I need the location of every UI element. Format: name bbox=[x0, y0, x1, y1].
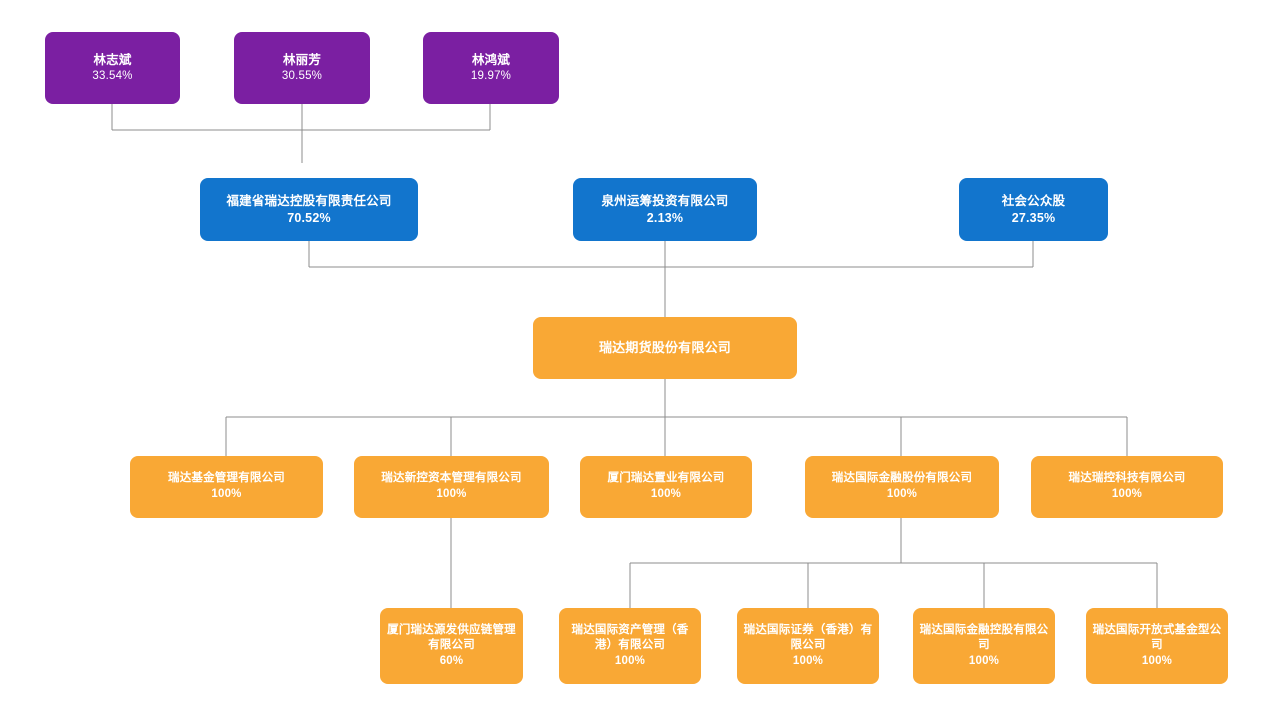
subsidiary-node-1[interactable]: 瑞达基金管理有限公司 100% bbox=[130, 456, 323, 518]
grandchild-name-2: 瑞达国际资产管理（香港）有限公司 bbox=[571, 623, 689, 652]
person-pct-2: 30.55% bbox=[281, 69, 323, 82]
grandchild-pct-5: 100% bbox=[1141, 654, 1173, 667]
holder-pct-3: 27.35% bbox=[1011, 210, 1056, 225]
holder-node-3[interactable]: 社会公众股 27.35% bbox=[959, 178, 1108, 241]
grandchild-node-3[interactable]: 瑞达国际证券（香港）有限公司 100% bbox=[737, 608, 879, 684]
holder-pct-1: 70.52% bbox=[287, 210, 331, 225]
grandchild-pct-3: 100% bbox=[792, 654, 824, 667]
person-node-1[interactable]: 林志斌 33.54% bbox=[45, 32, 180, 104]
person-name-1: 林志斌 bbox=[93, 52, 132, 67]
person-pct-1: 33.54% bbox=[92, 69, 133, 82]
subsidiary-name-1: 瑞达基金管理有限公司 bbox=[168, 472, 285, 485]
grandchild-name-4: 瑞达国际金融控股有限公司 bbox=[919, 623, 1049, 652]
grandchild-name-3: 瑞达国际证券（香港）有限公司 bbox=[743, 623, 873, 652]
person-node-2[interactable]: 林丽芳 30.55% bbox=[234, 32, 370, 104]
grandchild-node-5[interactable]: 瑞达国际开放式基金型公司 100% bbox=[1086, 608, 1228, 684]
core-company-node[interactable]: 瑞达期货股份有限公司 bbox=[533, 317, 797, 379]
subsidiary-name-5: 瑞达瑞控科技有限公司 bbox=[1068, 472, 1186, 485]
grandchild-name-5: 瑞达国际开放式基金型公司 bbox=[1092, 623, 1222, 652]
holder-name-1: 福建省瑞达控股有限责任公司 bbox=[226, 193, 392, 208]
subsidiary-pct-3: 100% bbox=[650, 488, 682, 500]
holder-name-2: 泉州运筹投资有限公司 bbox=[601, 193, 729, 208]
subsidiary-name-4: 瑞达国际金融股份有限公司 bbox=[831, 472, 973, 485]
subsidiary-node-5[interactable]: 瑞达瑞控科技有限公司 100% bbox=[1031, 456, 1223, 518]
grandchild-pct-4: 100% bbox=[968, 654, 1000, 667]
holder-name-3: 社会公众股 bbox=[1001, 193, 1066, 208]
grandchild-pct-1: 60% bbox=[439, 654, 464, 667]
subsidiary-name-3: 厦门瑞达置业有限公司 bbox=[607, 472, 725, 485]
subsidiary-pct-4: 100% bbox=[886, 488, 918, 500]
grandchild-node-1[interactable]: 厦门瑞达源发供应链管理有限公司 60% bbox=[380, 608, 523, 684]
subsidiary-node-4[interactable]: 瑞达国际金融股份有限公司 100% bbox=[805, 456, 999, 518]
subsidiary-node-3[interactable]: 厦门瑞达置业有限公司 100% bbox=[580, 456, 752, 518]
grandchild-pct-2: 100% bbox=[614, 654, 646, 667]
core-company-name: 瑞达期货股份有限公司 bbox=[598, 340, 731, 356]
grandchild-node-4[interactable]: 瑞达国际金融控股有限公司 100% bbox=[913, 608, 1055, 684]
grandchild-node-2[interactable]: 瑞达国际资产管理（香港）有限公司 100% bbox=[559, 608, 701, 684]
person-name-2: 林丽芳 bbox=[282, 52, 322, 67]
person-node-3[interactable]: 林鸿斌 19.97% bbox=[423, 32, 559, 104]
subsidiary-pct-1: 100% bbox=[211, 488, 242, 500]
person-pct-3: 19.97% bbox=[470, 69, 512, 82]
holder-node-1[interactable]: 福建省瑞达控股有限责任公司 70.52% bbox=[200, 178, 418, 241]
person-name-3: 林鸿斌 bbox=[471, 52, 511, 67]
subsidiary-name-2: 瑞达新控资本管理有限公司 bbox=[381, 472, 522, 485]
subsidiary-node-2[interactable]: 瑞达新控资本管理有限公司 100% bbox=[354, 456, 549, 518]
holder-node-2[interactable]: 泉州运筹投资有限公司 2.13% bbox=[573, 178, 757, 241]
subsidiary-pct-5: 100% bbox=[1111, 488, 1143, 500]
subsidiary-pct-2: 100% bbox=[436, 488, 467, 500]
holder-pct-2: 2.13% bbox=[646, 210, 684, 225]
grandchild-name-1: 厦门瑞达源发供应链管理有限公司 bbox=[387, 623, 516, 652]
